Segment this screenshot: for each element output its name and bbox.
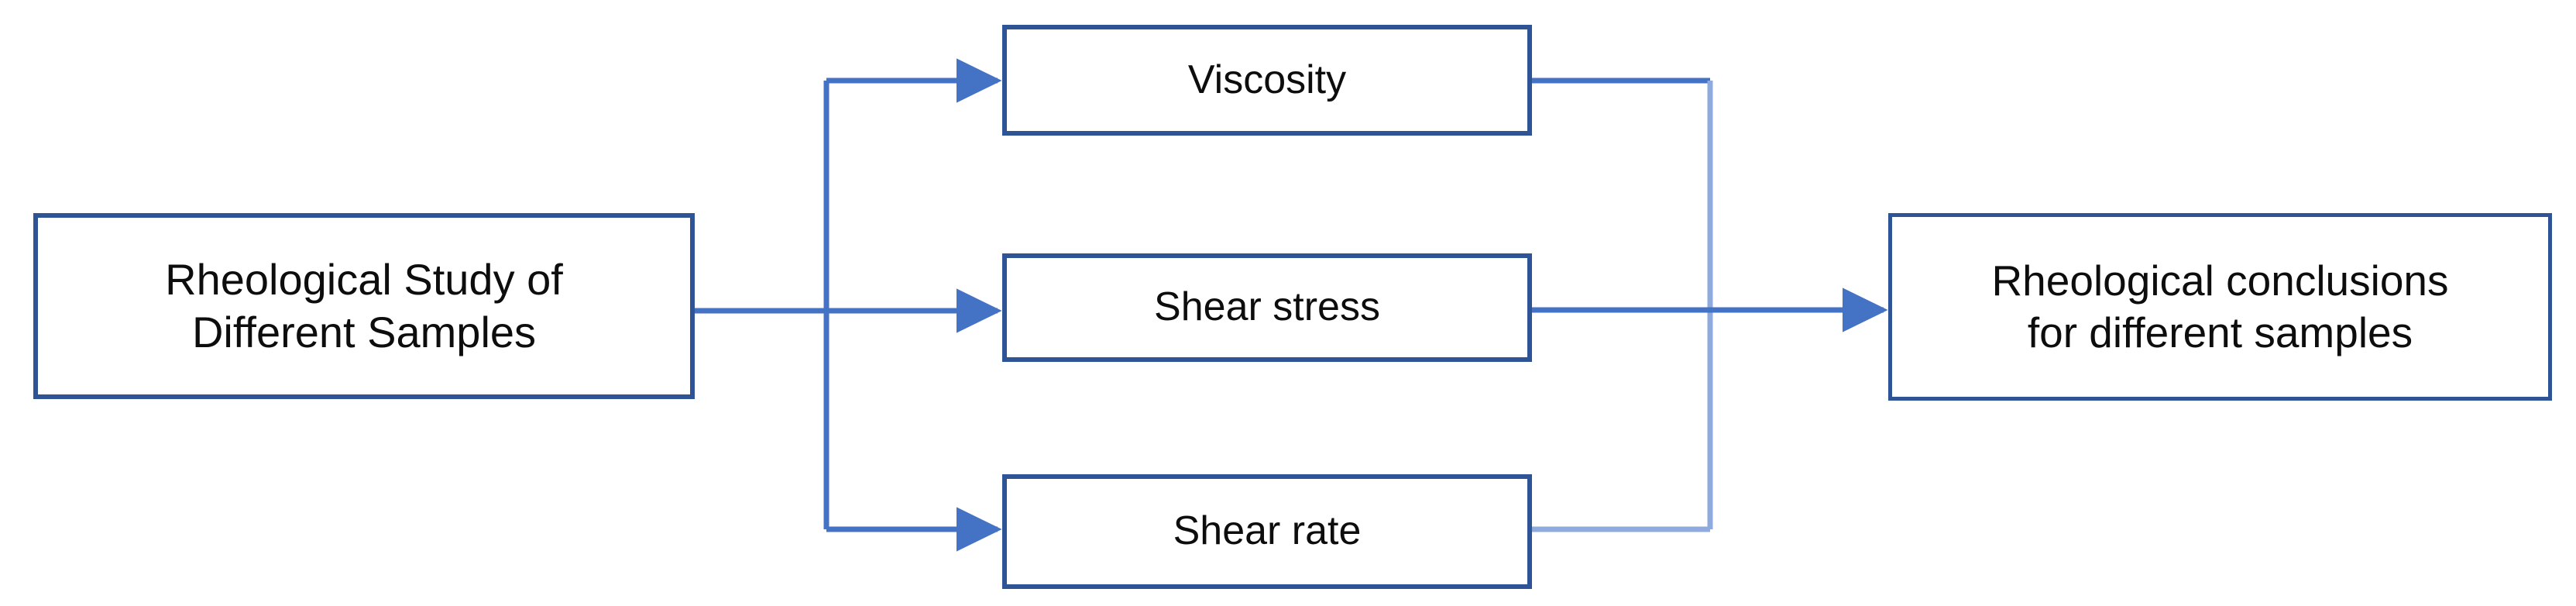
node-shear-rate[interactable]: Shear rate — [1002, 474, 1532, 589]
node-shear-stress-label: Shear stress — [1154, 284, 1380, 330]
node-rheological-study[interactable]: Rheological Study of Different Samples — [33, 213, 695, 399]
node-rheological-study-label: Rheological Study of Different Samples — [165, 254, 563, 356]
node-viscosity-label: Viscosity — [1187, 57, 1347, 102]
node-rheological-conclusions[interactable]: Rheological conclusions for different sa… — [1888, 213, 2552, 401]
node-rheological-conclusions-label: Rheological conclusions for different sa… — [1991, 256, 2449, 356]
node-shear-rate-label: Shear rate — [1173, 508, 1362, 554]
node-viscosity[interactable]: Viscosity — [1002, 25, 1532, 136]
node-shear-stress[interactable]: Shear stress — [1002, 253, 1532, 362]
